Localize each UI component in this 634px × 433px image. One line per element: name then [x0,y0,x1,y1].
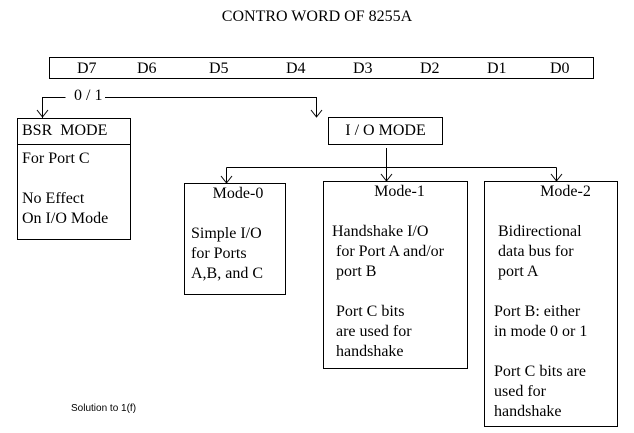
mode-line [332,202,467,222]
mode-0-box: Mode-0 Simple I/O for Ports A,B, and C [184,183,286,295]
d7-to-bsr-connector [42,97,66,118]
mode-line: for Port A and/or [332,243,444,260]
bit-d0: D0 [550,60,570,77]
bit-d7: D7 [77,60,97,77]
bsr-line: No Effect [22,190,85,207]
mode-line: data bus for [494,243,574,260]
mode-line: handshake [494,403,562,420]
io-mode-title: I / O MODE [345,122,426,139]
diagram-title: CONTRO WORD OF 8255A [221,8,413,25]
bit-d6: D6 [137,60,157,77]
mode-line: Simple I/O [191,225,262,242]
bsr-mode-box: BSR MODE For Port C No Effect On I/O Mod… [17,118,131,240]
io-mode-box: I / O MODE [328,117,443,145]
mode-line: are used for [332,323,412,340]
mode-line: for Ports [191,245,247,262]
mode-2-title: Mode-2 [540,183,591,200]
mode-line [494,202,617,222]
mode-line: handshake [332,343,404,360]
bit-d3: D3 [353,60,373,77]
mode-line: port A [494,263,539,280]
bsr-line: On I/O Mode [22,210,109,227]
mode-1-title: Mode-1 [374,183,425,200]
mode-0-title: Mode-0 [212,185,264,202]
bsr-mode-description: For Port C No Effect On I/O Mode [18,145,130,229]
mode-line: port B [332,263,377,280]
mode-line: A,B, and C [191,265,263,282]
arrowhead-io [310,109,323,118]
bit-d2: D2 [420,60,440,77]
mode-line: Port C bits [332,303,405,320]
mode-line: Port C bits are [494,363,586,380]
mode-line: Port B: either [494,303,581,320]
mode-line: Handshake I/O [332,223,429,240]
bsr-mode-title: BSR MODE [18,119,130,145]
bit-d5: D5 [209,60,229,77]
footer-caption: Solution to 1(f) [71,403,137,414]
mode-line [494,282,617,302]
bsr-line [22,169,130,189]
d7-to-io-connector [97,97,317,117]
bsr-line: For Port C [22,150,90,167]
bit-d4: D4 [286,60,306,77]
mode-1-box: Mode-1 Handshake I/O for Port A and/or p… [323,181,468,369]
d7-selector-label: 0 / 1 [71,87,106,105]
mode-line: in mode 0 or 1 [494,323,588,340]
control-word-bits: D7 D6 D5 D4 D3 D2 D1 D0 [49,57,594,79]
mode-line [332,282,467,302]
arrowhead-bsr [36,109,49,118]
bit-d1: D1 [487,60,507,77]
mode-2-box: Mode-2 Bidirectional data bus for port A… [484,181,618,427]
mode-line: used for [494,383,546,400]
mode-line [494,342,617,362]
mode-line: Bidirectional [494,223,582,240]
mode-line [191,204,285,224]
